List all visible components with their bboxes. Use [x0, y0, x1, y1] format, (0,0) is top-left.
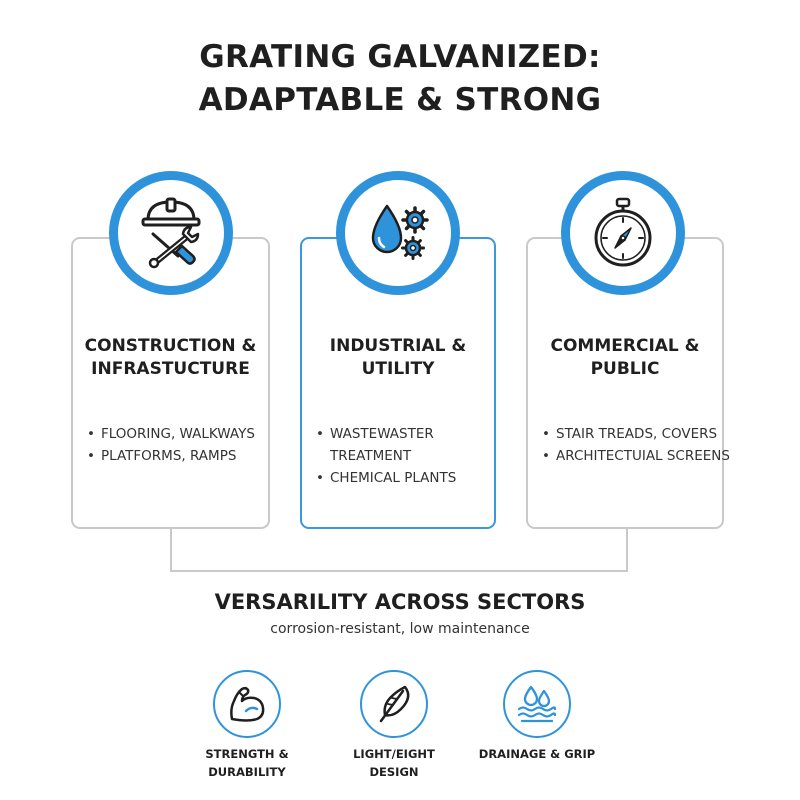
- water-drops-waves-icon: [517, 685, 557, 723]
- water-drop-gears-icon: [371, 204, 429, 260]
- feature-label-line-1: STRENGTH &: [205, 747, 289, 761]
- drainage-feature-icon-circle: [503, 670, 571, 738]
- sector-item-list: FLOORING, WALKWAYS PLATFORMS, RAMPS: [87, 423, 264, 467]
- strength-feature-icon-circle: [213, 670, 281, 738]
- list-item: PLATFORMS, RAMPS: [87, 445, 264, 467]
- sector-card-title: COMMERCIAL & PUBLIC: [528, 335, 722, 381]
- page-title-line-2: ADAPTABLE & STRONG: [198, 82, 602, 118]
- feature-label-line-2: DURABILITY: [208, 765, 286, 779]
- list-item: WASTEWASTER: [316, 423, 490, 445]
- list-item: CHEMICAL PLANTS: [316, 467, 490, 489]
- page-title-line-1: GRATING GALVANIZED:: [199, 39, 601, 75]
- feather-icon: [379, 685, 410, 723]
- sector-item-list: WASTEWASTER TREATMENT CHEMICAL PLANTS: [316, 423, 490, 489]
- strength-feature-label: STRENGTH & DURABILITY: [187, 745, 307, 781]
- list-item: FLOORING, WALKWAYS: [87, 423, 264, 445]
- list-item: STAIR TREADS, COVERS: [542, 423, 722, 445]
- commercial-badge: [561, 171, 685, 295]
- sector-title-line-2: PUBLIC: [590, 359, 660, 379]
- sector-card-title: CONSTRUCTION & INFRASTUCTURE: [73, 335, 268, 381]
- sector-title-line-2: UTILITY: [361, 359, 435, 379]
- sector-title-line-1: INDUSTRIAL &: [329, 336, 467, 356]
- list-item-text: TREATMENT: [330, 448, 412, 464]
- list-item-continuation: TREATMENT: [316, 445, 490, 467]
- hard-hat-wrench-icon: [141, 197, 201, 269]
- sector-item-list: STAIR TREADS, COVERS ARCHITECTUIAL SCREE…: [542, 423, 730, 467]
- summary-subtitle: corrosion-resistant, low maintenance: [270, 621, 530, 637]
- lightweight-feature-icon-circle: [360, 670, 428, 738]
- lightweight-feature-label: LIGHT/EIGHT DESIGN: [334, 745, 454, 781]
- list-item: ARCHITECTUIAL SCREENS: [542, 445, 730, 467]
- sector-title-line-2: INFRASTUCTURE: [91, 359, 250, 379]
- sector-card-industrial: INDUSTRIAL & UTILITY WASTEWASTER TREATME…: [300, 237, 496, 529]
- sector-title-line-1: CONSTRUCTION &: [84, 336, 257, 356]
- feature-label-line-2: DESIGN: [369, 765, 419, 779]
- feature-label-line-1: DRAINAGE & GRIP: [478, 747, 596, 761]
- industrial-badge: [336, 171, 460, 295]
- drainage-feature-label: DRAINAGE & GRIP: [477, 745, 597, 763]
- sector-title-line-1: COMMERCIAL &: [550, 336, 700, 356]
- compass-icon: [594, 197, 652, 267]
- sector-card-construction: CONSTRUCTION & INFRASTUCTURE FLOORING, W…: [71, 237, 270, 529]
- page-title: GRATING GALVANIZED: ADAPTABLE & STRONG: [0, 36, 800, 122]
- flexed-arm-icon: [230, 686, 265, 722]
- construction-badge: [109, 171, 233, 295]
- sector-card-title: INDUSTRIAL & UTILITY: [302, 335, 494, 381]
- summary-title: VERSARILITY ACROSS SECTORS: [214, 590, 586, 614]
- feature-label-line-1: LIGHT/EIGHT: [353, 747, 435, 761]
